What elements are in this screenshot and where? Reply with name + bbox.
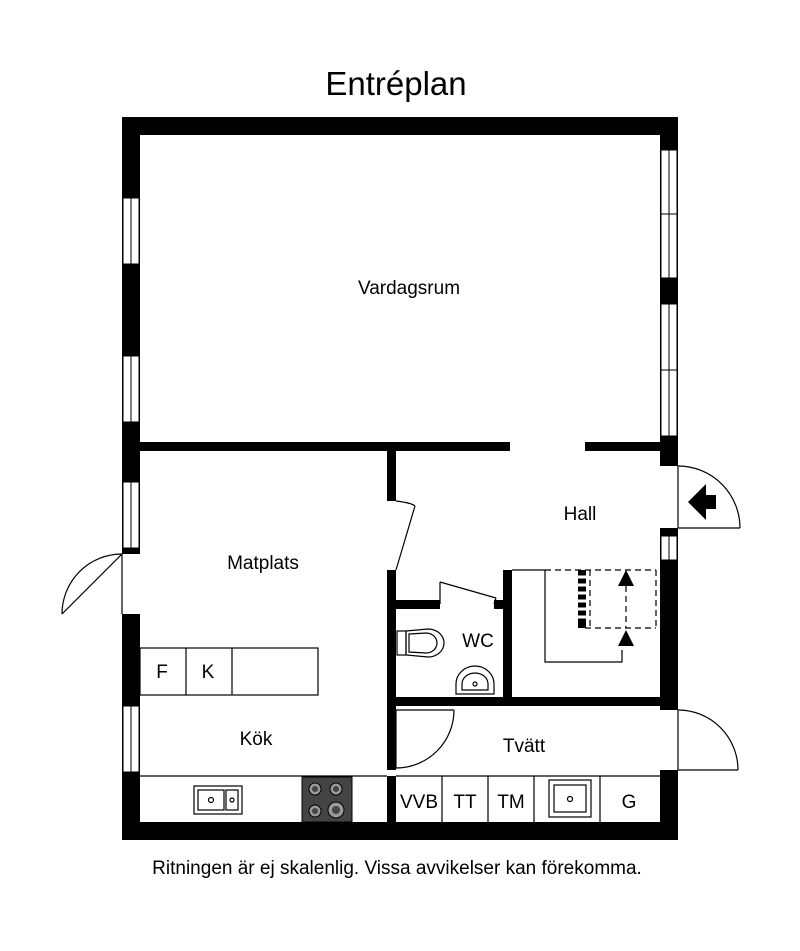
kitchen-island (139, 647, 319, 696)
laundry-counter (396, 775, 660, 822)
entrance-arrow-icon (688, 484, 716, 520)
windows (122, 149, 678, 773)
interior-walls (140, 442, 660, 822)
stairs-icon (512, 569, 657, 663)
fixture-label-fridge: F (156, 662, 168, 683)
stove-icon (301, 776, 353, 823)
room-label-tvatt: Tvätt (503, 736, 546, 757)
fixture-label-vvb: VVB (400, 792, 438, 813)
interior-doors (395, 500, 497, 769)
exterior-doors (61, 465, 741, 771)
room-label-matplats: Matplats (227, 553, 299, 574)
kitchen-sink-icon (193, 785, 243, 815)
utility-sink-icon (548, 779, 592, 818)
room-label-hall: Hall (564, 504, 597, 525)
room-label-vardagsrum: Vardagsrum (358, 278, 460, 299)
room-label-wc: WC (462, 631, 494, 652)
fixture-label-freezer: K (202, 662, 215, 683)
fixture-label-tm: TM (497, 792, 524, 813)
wash-basin-icon (455, 665, 495, 695)
fixture-label-g: G (622, 792, 637, 813)
room-label-kok: Kök (240, 729, 273, 750)
plan-title: Entréplan (325, 65, 466, 102)
disclaimer-text: Ritningen är ej skalenlig. Vissa avvikel… (152, 858, 642, 879)
toilet-icon (396, 628, 445, 658)
fixture-label-tt: TT (453, 792, 477, 813)
exterior-walls (122, 117, 678, 840)
